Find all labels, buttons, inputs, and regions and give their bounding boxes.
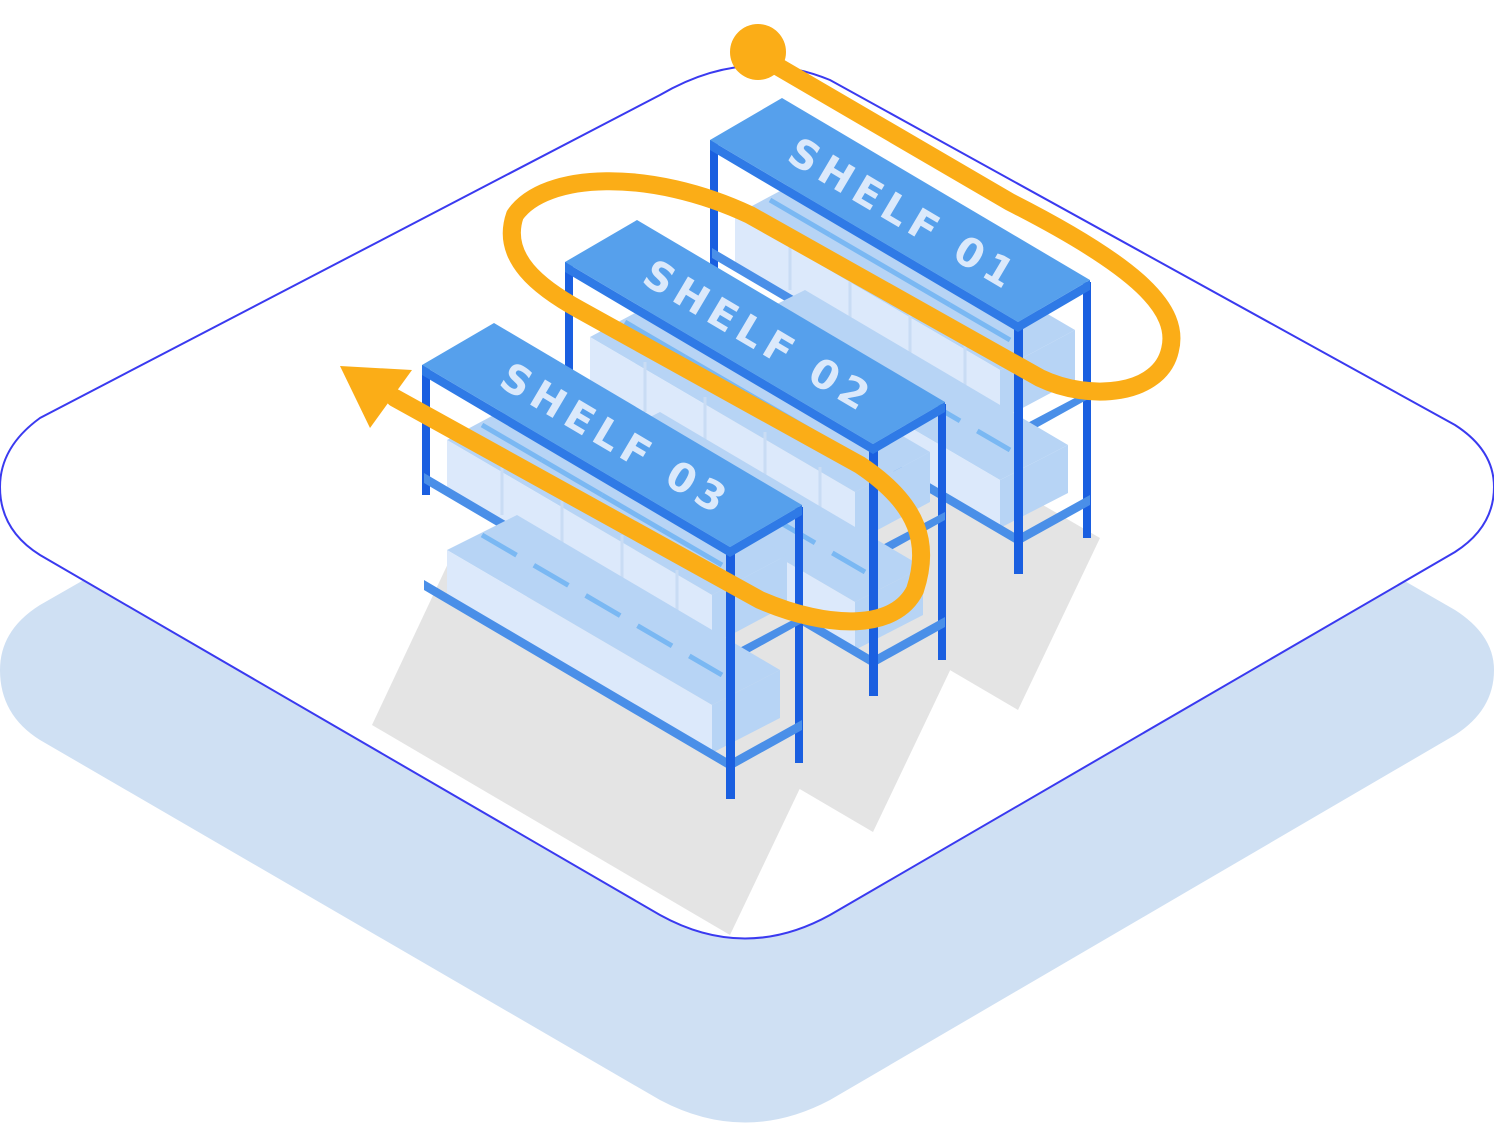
arrow-head-icon xyxy=(340,366,412,428)
picking-route-path xyxy=(386,46,1181,631)
start-dot-icon xyxy=(730,24,786,80)
